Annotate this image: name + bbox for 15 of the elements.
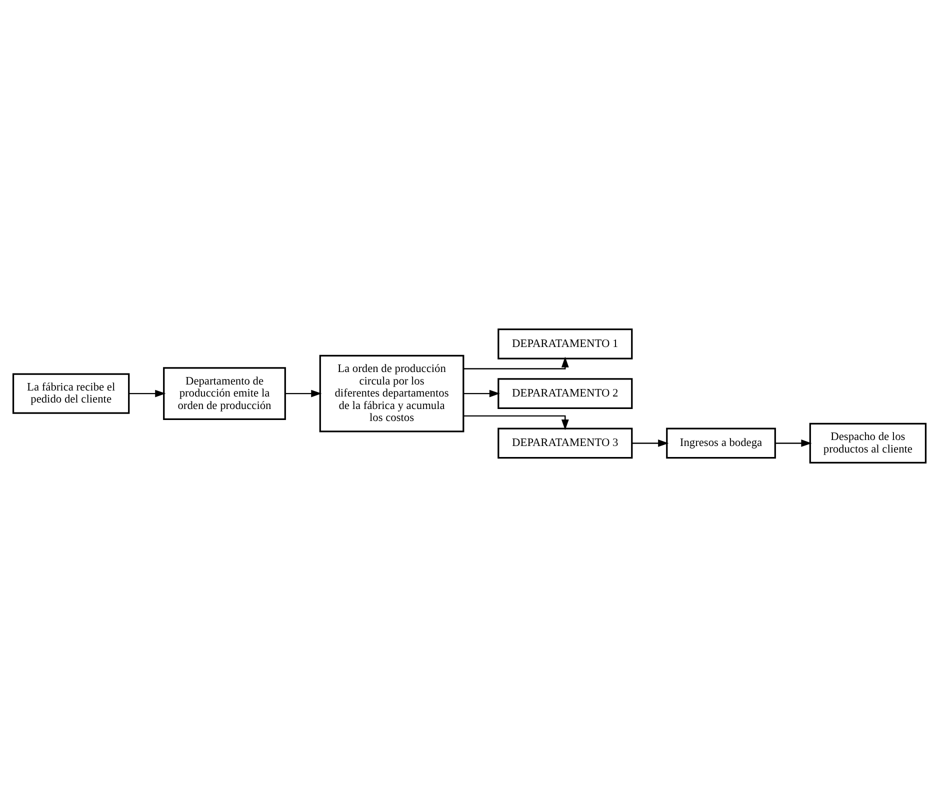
node-box: Departamento de producción emite la orden de producción — [163, 367, 286, 420]
arrow — [775, 440, 812, 447]
node-box: Despacho de los productos al cliente — [809, 422, 927, 464]
node-box: DEPARATAMENTO 2 — [498, 378, 633, 410]
arrow — [464, 356, 569, 370]
arrow — [129, 390, 166, 398]
arrow — [285, 390, 322, 398]
node-box: La orden de producción circula por los diferentes departamentos de la fábrica y acumula los costos — [319, 354, 464, 432]
arrow — [464, 415, 569, 430]
node-box: Ingresos a bodega — [666, 428, 776, 459]
node-box: DEPARATAMENTO 1 — [498, 328, 633, 360]
arrow — [632, 440, 669, 447]
node-box: La fábrica recibe el pedido del cliente — [12, 373, 130, 414]
node-box: DEPARATAMENTO 3 — [498, 428, 633, 459]
arrow — [464, 390, 500, 398]
